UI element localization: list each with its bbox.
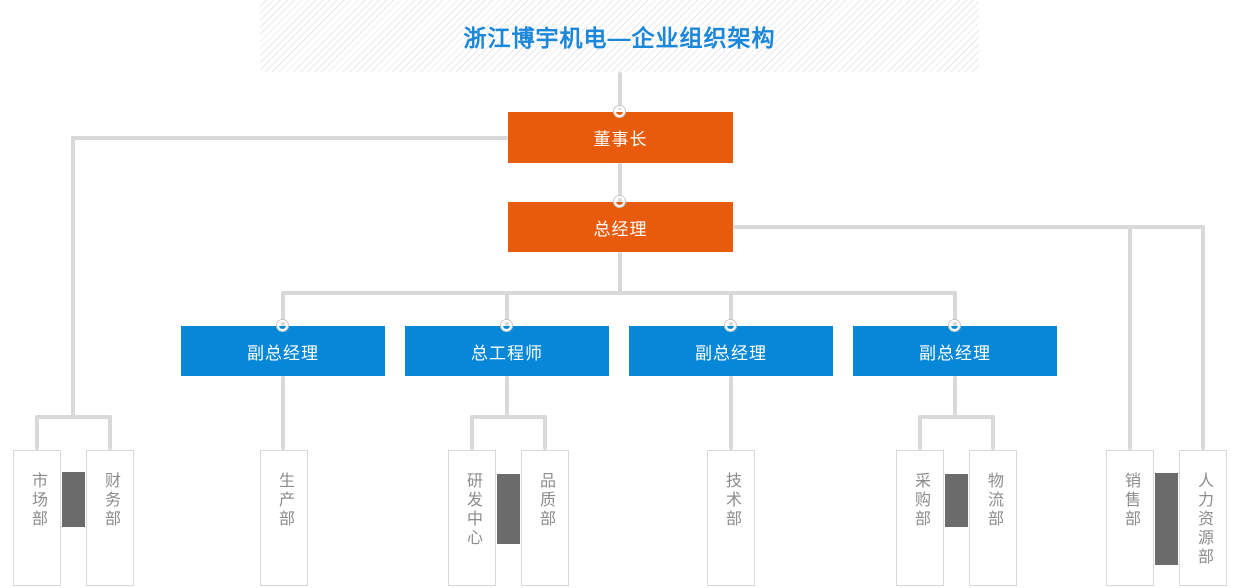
connector-left-feed (71, 136, 75, 419)
connector-bracket-rnd-top (470, 415, 547, 419)
node-chairman-label: 董事长 (593, 130, 648, 149)
connector-stub-finance (108, 415, 112, 450)
connector-chairman-left (71, 136, 508, 140)
node-general-manager: 总经理 (508, 202, 733, 252)
dept-rnd-center: 研发中心 (448, 450, 496, 586)
dept-logistics-label: 物流部 (985, 472, 1002, 529)
dept-production: 生产部 (260, 450, 308, 586)
connector-stub-exec4 (953, 291, 957, 326)
connector-stub-purchasing (918, 415, 922, 450)
connector-title-chairman (618, 72, 622, 110)
connector-exec1-production (281, 376, 285, 450)
dept-purchasing: 采购部 (896, 450, 944, 586)
dept-sales-label: 销售部 (1122, 472, 1139, 529)
node-executive-4-label: 副总经理 (919, 343, 991, 363)
dept-rnd-center-label: 研发中心 (464, 472, 481, 548)
connector-stub-quality (543, 415, 547, 450)
link-dot-executive-1 (277, 320, 288, 331)
title-banner: 浙江博宇机电—企业组织架构 (260, 0, 979, 72)
dept-sales: 销售部 (1106, 450, 1154, 586)
connector-drop-sales (1128, 225, 1132, 450)
dept-finance: 财务部 (86, 450, 134, 586)
node-executive-3-label: 副总经理 (695, 343, 767, 363)
dept-finance-label: 财务部 (102, 472, 119, 529)
divider-block-rnd-quality (497, 474, 520, 544)
node-executive-1-label: 副总经理 (247, 343, 319, 363)
dept-human-resources-label: 人力资源部 (1195, 472, 1212, 567)
node-chairman: 董事长 (508, 112, 733, 163)
node-general-manager-label: 总经理 (593, 219, 648, 239)
page-title: 浙江博宇机电—企业组织架构 (463, 25, 776, 51)
connector-stub-marketing (35, 415, 39, 450)
connector-stub-exec1 (281, 291, 285, 326)
connector-chairman-gm (618, 163, 622, 203)
dept-purchasing-label: 采购部 (912, 472, 929, 529)
connector-bracket-left-top (35, 415, 112, 419)
link-dot-executive-2 (501, 320, 512, 331)
connector-stub-rnd (470, 415, 474, 450)
dept-logistics: 物流部 (969, 450, 1017, 586)
node-executive-2: 总工程师 (405, 326, 609, 376)
connector-gm-feed (618, 252, 622, 295)
dept-production-label: 生产部 (276, 472, 293, 529)
divider-block-purchasing-logistics (945, 474, 968, 527)
node-executive-4: 副总经理 (853, 326, 1057, 376)
node-executive-3: 副总经理 (629, 326, 833, 376)
connector-stub-exec2 (505, 291, 509, 326)
connector-exec4-feed (953, 376, 957, 419)
connector-exec2-feed (505, 376, 509, 419)
divider-block-marketing-finance (62, 472, 85, 527)
node-executive-1: 副总经理 (181, 326, 385, 376)
dept-quality: 品质部 (521, 450, 569, 586)
link-dot-executive-3 (725, 320, 736, 331)
connector-exec-row (281, 291, 957, 295)
link-dot-general-manager (614, 196, 625, 207)
dept-technology-label: 技术部 (723, 472, 740, 529)
connector-drop-hr (1201, 225, 1205, 450)
link-dot-chairman (614, 106, 625, 117)
dept-technology: 技术部 (707, 450, 755, 586)
connector-exec3-technology (729, 376, 733, 450)
dept-marketing: 市场部 (13, 450, 61, 586)
connector-stub-exec3 (729, 291, 733, 326)
dept-quality-label: 品质部 (537, 472, 554, 529)
node-executive-2-label: 总工程师 (471, 343, 543, 363)
connector-gm-right (733, 225, 1205, 229)
connector-bracket-purchase-top (918, 415, 995, 419)
link-dot-executive-4 (949, 320, 960, 331)
dept-human-resources: 人力资源部 (1179, 450, 1227, 586)
divider-block-sales-hr (1155, 473, 1178, 565)
connector-stub-logistics (991, 415, 995, 450)
dept-marketing-label: 市场部 (29, 472, 46, 529)
